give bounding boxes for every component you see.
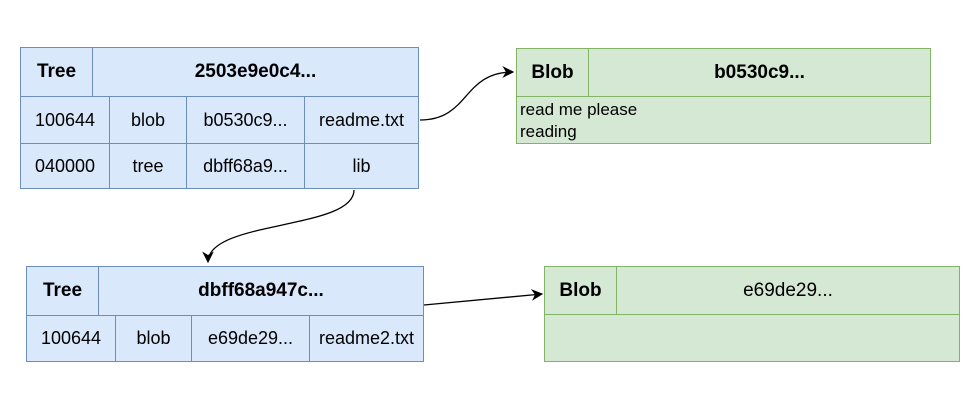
tree-hash: dbff68a947c... [99, 267, 423, 316]
tree-entry-mode: 040000 [21, 144, 110, 188]
blob-type-label: Blob [517, 49, 589, 97]
blob-node-e69de29[interactable]: Blob e69de29... [544, 266, 960, 362]
tree-entry-mode: 100644 [27, 316, 116, 361]
edge-lib-to-tree [202, 189, 355, 264]
tree-entry-name: readme2.txt [318, 328, 415, 348]
tree-entry-hash: dbff68a9... [187, 144, 305, 188]
tree-node-2503e9e0c4[interactable]: Tree 2503e9e0c4... 100644 blob b0530c9..… [20, 47, 419, 189]
tree-entry-hash: e69de29... [192, 316, 310, 361]
tree-entry-type: tree [110, 144, 187, 188]
tree-entry-name: lib [352, 155, 371, 176]
edge-readme2-to-blob [423, 289, 544, 306]
tree-type-label: Tree [21, 48, 93, 97]
tree-hash: 2503e9e0c4... [93, 48, 418, 97]
tree-entry-type: blob [116, 316, 192, 361]
blob-content-line: reading [520, 122, 577, 141]
blob-type-label: Blob [545, 267, 617, 315]
tree-node-dbff68a947c[interactable]: Tree dbff68a947c... 100644 blob e69de29.… [26, 266, 424, 362]
tree-entry-type: blob [110, 97, 187, 144]
blob-content: read me please reading [517, 97, 930, 143]
blob-hash: e69de29... [617, 267, 959, 315]
tree-type-label: Tree [27, 267, 99, 316]
edge-readme-to-blob [419, 66, 515, 121]
tree-entry-hash: b0530c9... [187, 97, 305, 144]
blob-content-line: read me please [520, 100, 638, 119]
blob-hash: b0530c9... [589, 49, 930, 97]
blob-node-b0530c9[interactable]: Blob b0530c9... read me please reading [516, 48, 931, 144]
tree-entry-name: readme.txt [305, 97, 418, 144]
tree-entry-mode: 100644 [21, 97, 110, 144]
